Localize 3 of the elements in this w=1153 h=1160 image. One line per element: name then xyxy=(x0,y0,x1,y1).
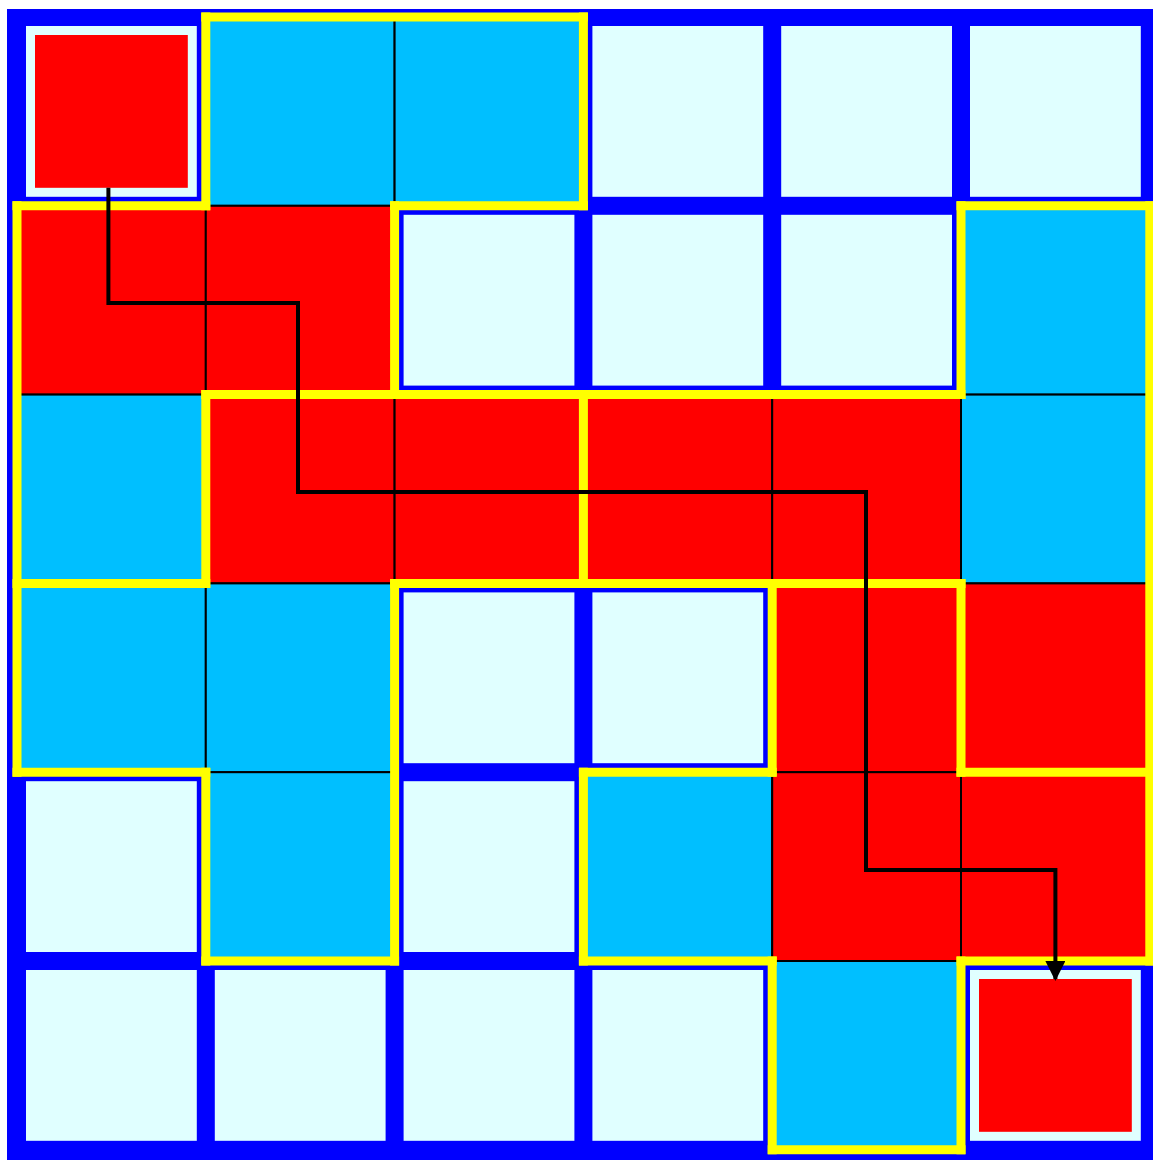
end-square xyxy=(35,35,188,188)
path-arrow xyxy=(106,187,1066,981)
end-square xyxy=(979,979,1132,1132)
